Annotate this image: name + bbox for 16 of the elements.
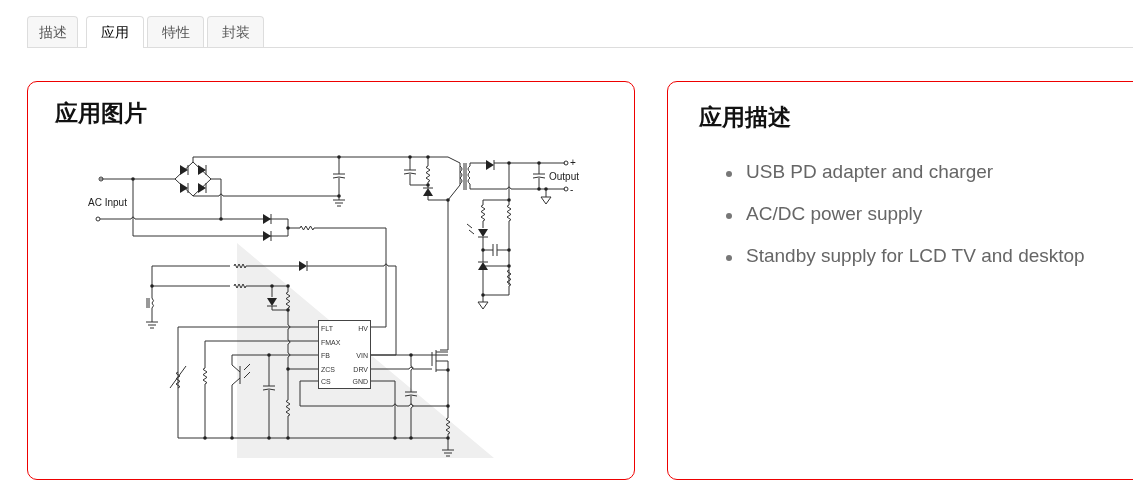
list-item: Standby supply for LCD TV and desktop <box>746 245 1085 267</box>
card-heading: 应用描述 <box>699 103 791 132</box>
circuit-label: + <box>570 157 576 168</box>
tab: 特性 <box>147 16 204 47</box>
circuit-label: Output <box>549 171 580 182</box>
card-heading: 应用图片 <box>55 99 147 128</box>
tab: 应用 <box>86 16 144 48</box>
card <box>27 81 635 480</box>
tab: 描述 <box>27 16 78 47</box>
circuit-label: AC Input <box>88 197 127 208</box>
list-item: AC/DC power supply <box>746 203 923 225</box>
tab: 封装 <box>207 16 264 47</box>
list-item: USB PD adapter and charger <box>746 161 994 183</box>
chip-box <box>318 320 371 389</box>
circuit-label: - <box>570 184 574 195</box>
card <box>667 81 1133 480</box>
